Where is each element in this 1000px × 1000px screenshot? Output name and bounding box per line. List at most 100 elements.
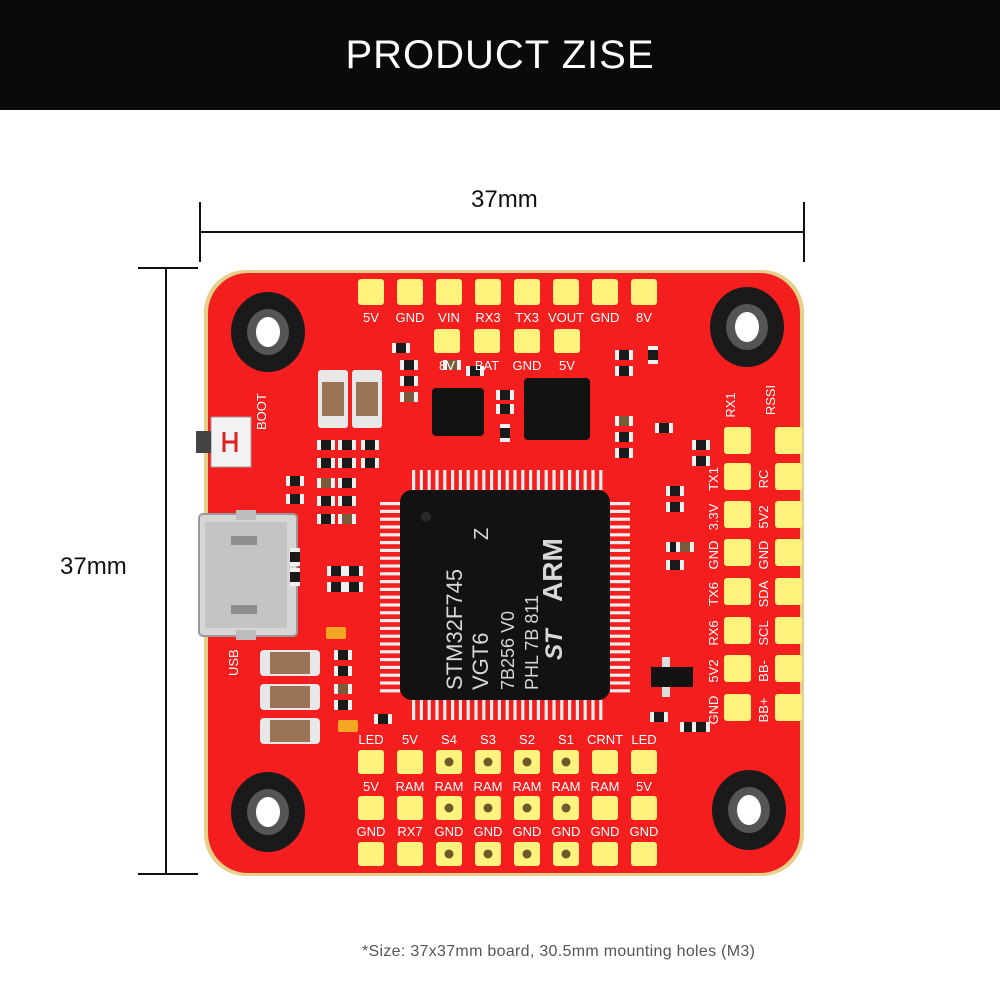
smd-body (500, 404, 510, 414)
solder-pad (775, 501, 802, 528)
mcu-pin (610, 572, 630, 576)
mcu-pin (380, 619, 400, 623)
pad-label: 5V2 (756, 505, 771, 528)
transistor-lead (662, 687, 670, 697)
mcu-pin (490, 470, 494, 490)
pad-label: GND (591, 824, 620, 839)
solder-pad (553, 279, 579, 305)
mcu-pin (568, 470, 572, 490)
mcu-date-code: PHL 7B 811 (522, 595, 542, 690)
pad-label: GND (513, 358, 542, 373)
mcu-pin (610, 673, 630, 677)
mcu-pin (560, 470, 564, 490)
pad-label: BAT (475, 358, 499, 373)
mcu-pin (380, 634, 400, 638)
pad-label: SDA (756, 580, 771, 607)
mcu-pin (419, 470, 423, 490)
smd-body (680, 542, 690, 552)
solder-pad (592, 796, 618, 820)
smd-body (619, 350, 629, 360)
smd-body (404, 392, 414, 402)
mcu-pin (505, 700, 509, 720)
usb-connector (198, 510, 298, 640)
smd-body (290, 494, 300, 504)
pad-label: 5V (363, 779, 379, 794)
mcu-pin (610, 541, 630, 545)
solder-pad (475, 279, 501, 305)
mcu-pin (521, 700, 525, 720)
mcu-pin (610, 650, 630, 654)
mcu-pin (380, 580, 400, 584)
mcu-pin (536, 470, 540, 490)
solder-pad (436, 279, 462, 305)
mcu-pin (443, 700, 447, 720)
smd-body (338, 684, 348, 694)
pad-label: GND (706, 541, 721, 570)
mcu-lot-code: 7B256 V0 (498, 611, 518, 690)
mcu-pin (610, 665, 630, 669)
solder-pad (775, 694, 802, 721)
smd-body (321, 458, 331, 468)
mcu-pin (610, 517, 630, 521)
gyro-chip (432, 388, 484, 436)
smd-body (696, 456, 706, 466)
solder-pad (724, 501, 751, 528)
mcu-marking: STM32F745 VGT6 7B256 V0 PHL 7B 811 Z ARM… (442, 528, 568, 690)
mcu-pin (380, 650, 400, 654)
status-led (338, 720, 358, 732)
pad-label: 5V (636, 779, 652, 794)
solder-pads (358, 279, 802, 866)
size-footnote: *Size: 37x37mm board, 30.5mm mounting ho… (362, 943, 756, 960)
smd-body (500, 428, 510, 438)
mcu-pin (380, 665, 400, 669)
solder-pad (724, 463, 751, 490)
solder-pad (631, 796, 657, 820)
mcu-pin (380, 564, 400, 568)
mcu-pin (380, 681, 400, 685)
transistor (651, 667, 693, 687)
mcu-pin (610, 642, 630, 646)
mcu-pin (513, 470, 517, 490)
mcu-pin1-mark (421, 512, 431, 522)
via-hole (561, 757, 571, 767)
mcu-pin (497, 470, 501, 490)
mcu-pin (610, 619, 630, 623)
solder-pad (358, 750, 384, 774)
mcu-pin (451, 470, 455, 490)
smd-body (342, 514, 352, 524)
solder-pad (358, 279, 384, 305)
mcu-pin (610, 533, 630, 537)
mcu-pin (380, 673, 400, 677)
mcu-pin (380, 548, 400, 552)
mcu-mark-z: Z (471, 528, 493, 540)
pad-label: GND (474, 824, 503, 839)
solder-pad (592, 842, 618, 866)
pad-label: 3.3V (706, 503, 721, 530)
smd-body (396, 343, 406, 353)
smd-body (659, 423, 669, 433)
pad-label: RX6 (706, 620, 721, 645)
pad-label: SCL (756, 620, 771, 645)
solder-pad (775, 655, 802, 682)
mcu-pin (610, 509, 630, 513)
smd-body (670, 542, 680, 552)
mcu-pin (412, 700, 416, 720)
mcu-pin (380, 509, 400, 513)
mounting-hole-top-right (710, 287, 784, 367)
mcu-pin (610, 658, 630, 662)
pad-label: BB- (756, 660, 771, 682)
pad-label: 5V (363, 310, 379, 325)
solder-pad (358, 842, 384, 866)
pad-label: 8V (636, 310, 652, 325)
via-hole (444, 803, 454, 813)
mcu-pin (427, 700, 431, 720)
solder-pad (397, 842, 423, 866)
pad-label: RSSI (763, 385, 778, 415)
mcu-pin (380, 603, 400, 607)
mcu-pin (610, 595, 630, 599)
pad-label: TX3 (515, 310, 539, 325)
smd-body (321, 514, 331, 524)
height-dimension-line (138, 267, 198, 875)
st-logo: ST (541, 627, 568, 660)
mcu-pin (380, 611, 400, 615)
